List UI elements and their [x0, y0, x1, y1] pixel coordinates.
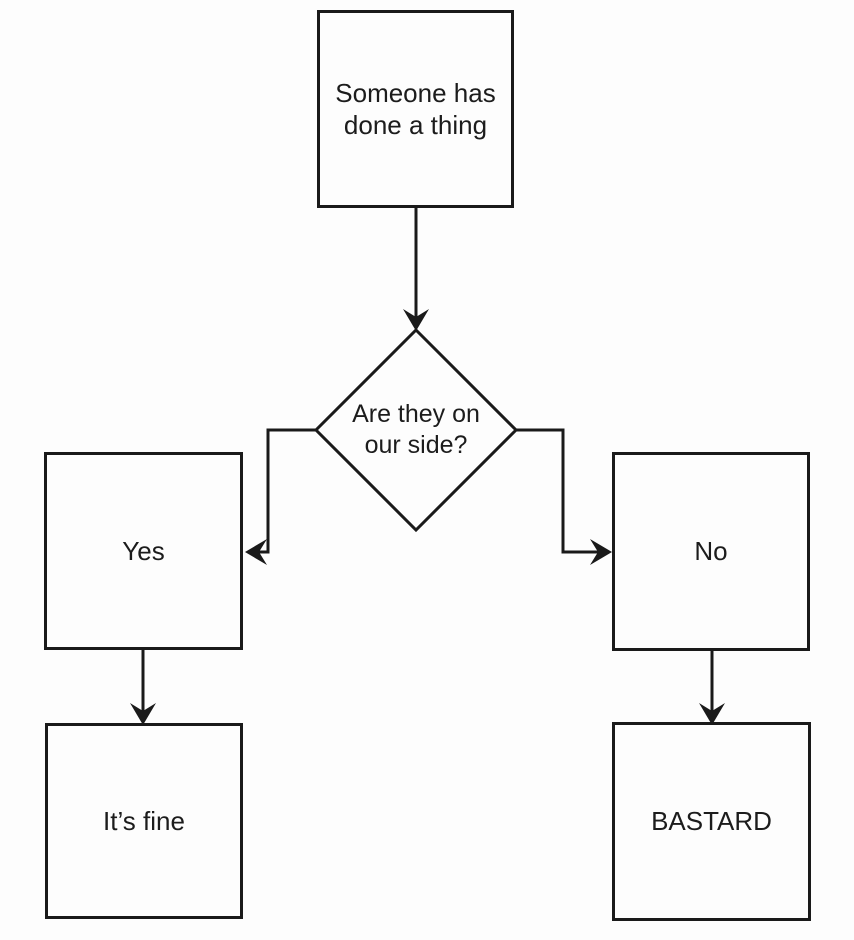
edge-yes-to-fine [130, 650, 156, 725]
node-fine-label: It’s fine [103, 805, 185, 836]
arrowhead-right-icon [590, 539, 612, 565]
node-yes-label: Yes [122, 535, 165, 566]
node-decision: Are they on our side? [316, 380, 516, 480]
node-yes: Yes [44, 452, 243, 650]
arrowhead-down-icon [403, 309, 429, 331]
node-no: No [612, 452, 810, 651]
node-start: Someone has done a thing [317, 10, 514, 208]
node-no-label: No [694, 536, 728, 567]
edge-start-to-decision [403, 208, 429, 331]
arrowhead-down-icon [130, 703, 156, 725]
decision-diamond-shape [313, 327, 519, 533]
arrowhead-left-icon [245, 539, 267, 565]
arrowhead-down-icon [699, 703, 725, 725]
node-start-label: Someone has done a thing [335, 77, 496, 141]
node-fine: It’s fine [45, 723, 243, 919]
edge-decision-to-no [516, 428, 612, 565]
edge-decision-to-yes [245, 428, 316, 565]
node-bastard: BASTARD [612, 722, 811, 921]
node-bastard-label: BASTARD [651, 806, 772, 837]
edge-no-to-bastard [699, 651, 725, 725]
node-decision-label: Are they on our side? [352, 399, 480, 459]
